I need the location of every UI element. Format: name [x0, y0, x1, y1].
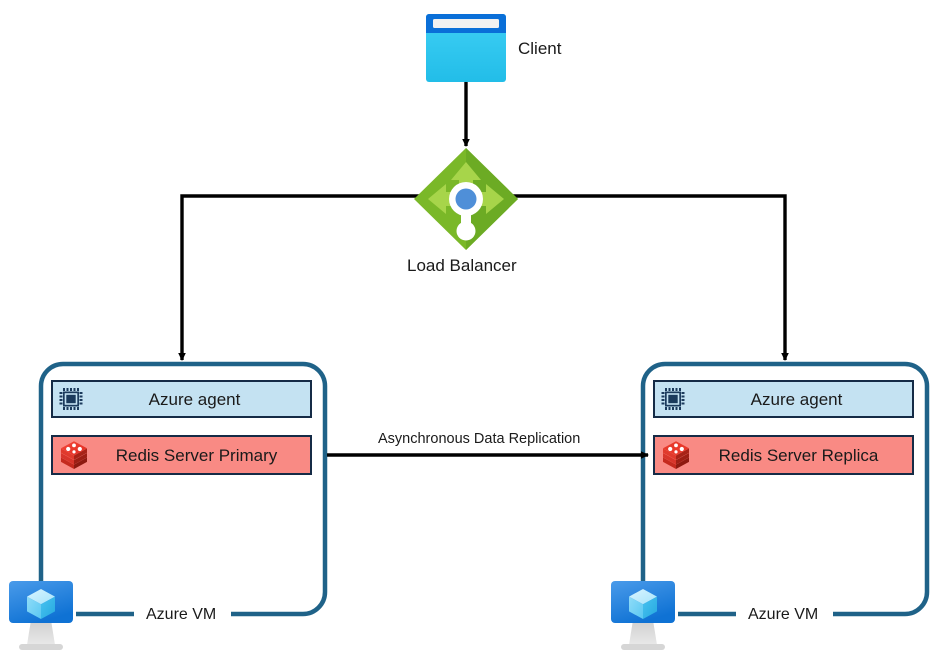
redis-icon: [57, 438, 91, 472]
chip-icon: [659, 384, 689, 414]
component-azure-agent-replica[interactable]: Azure agent: [653, 380, 914, 418]
chip-icon: [57, 384, 87, 414]
connector-lb-to-primary: [178, 194, 420, 362]
component-azure-agent-primary[interactable]: Azure agent: [51, 380, 312, 418]
vm-container-replica: [640, 361, 930, 617]
component-label: Redis Server Replica: [718, 445, 879, 465]
component-redis-replica[interactable]: Redis Server Replica: [653, 435, 914, 475]
connector-lb-to-replica: [512, 194, 789, 362]
load-balancer-icon: [414, 148, 518, 250]
client-icon: [426, 14, 506, 82]
client-label: Client: [518, 39, 562, 58]
component-label: Azure agent: [750, 389, 843, 409]
component-label: Redis Server Primary: [115, 445, 278, 465]
replication-label: Asynchronous Data Replication: [374, 432, 585, 447]
vm-title-primary: Azure VM: [137, 607, 226, 623]
component-redis-primary[interactable]: Redis Server Primary: [51, 435, 312, 475]
component-label: Azure agent: [148, 389, 241, 409]
azure-vm-icon-primary: [9, 581, 73, 650]
vm-title-replica: Azure VM: [739, 607, 828, 623]
load-balancer-label: Load Balancer: [407, 256, 517, 275]
vm-container-primary: [38, 361, 328, 617]
azure-vm-icon-replica: [611, 581, 675, 650]
redis-icon: [659, 438, 693, 472]
